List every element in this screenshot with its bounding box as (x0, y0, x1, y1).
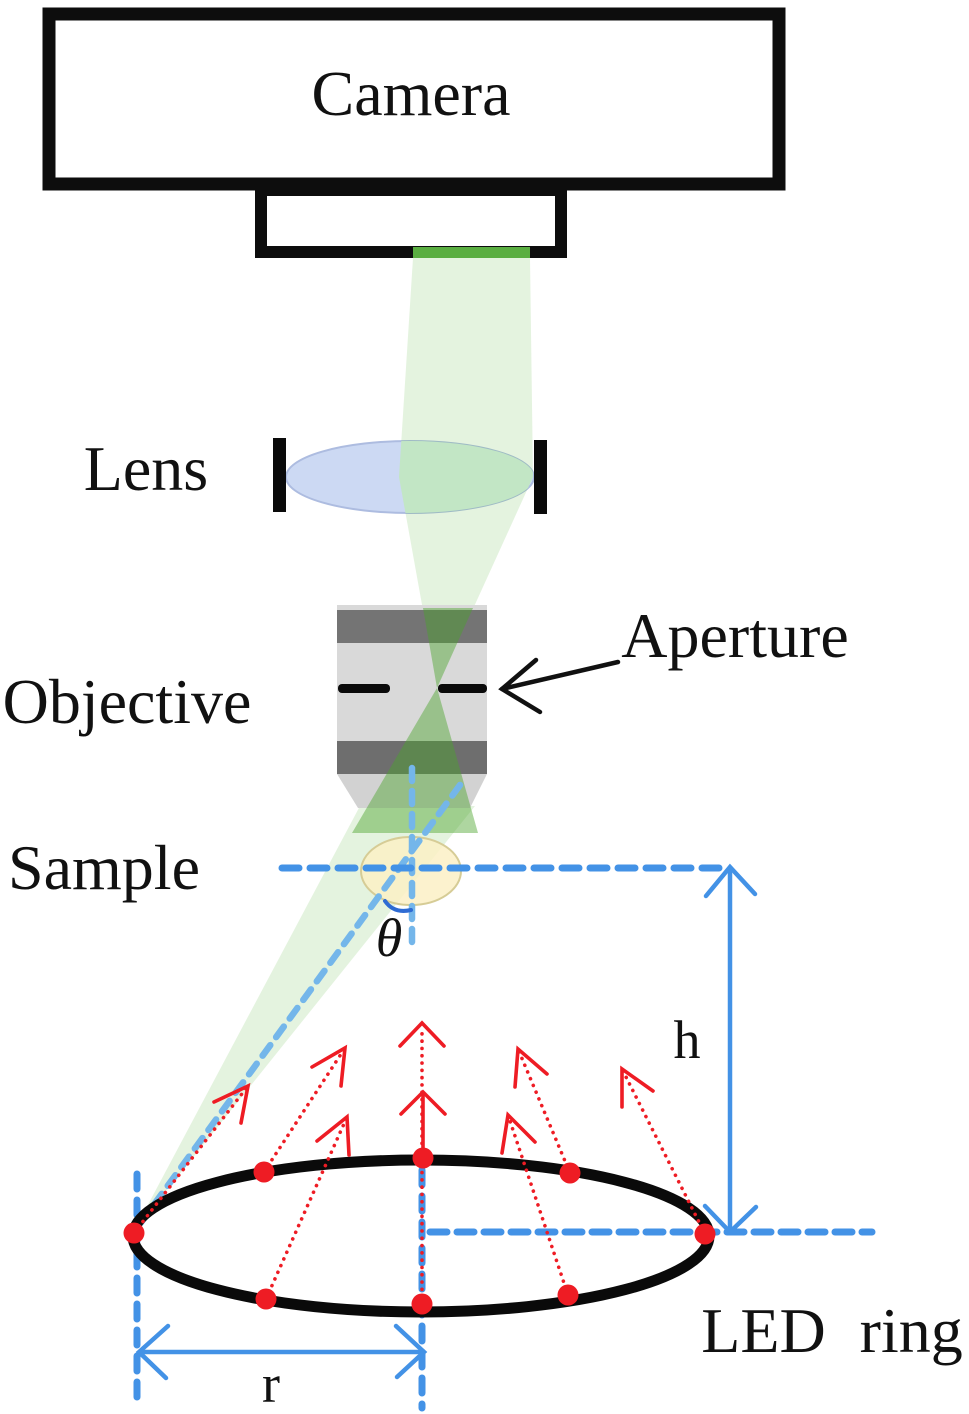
camera-group (42, 7, 786, 258)
objective-label: Objective (3, 666, 252, 737)
camera-mount (255, 184, 567, 258)
sample-label: Sample (8, 832, 200, 903)
lens-beam-tint (399, 441, 533, 513)
lens-holder-left (273, 438, 286, 512)
objective-band-top (337, 610, 487, 643)
led-dot (559, 1162, 581, 1184)
height-label: h (674, 1010, 701, 1070)
led-dot (123, 1222, 145, 1244)
height-dimension-arrow (702, 863, 759, 1236)
led-arrows-group (132, 1020, 707, 1306)
led-dots-group (123, 1147, 716, 1315)
objective-group (337, 605, 487, 833)
aperture-slit-left (338, 684, 390, 693)
led-arrow (620, 1065, 707, 1236)
theta-label: θ (376, 908, 403, 968)
construction-lines-group (130, 764, 876, 1412)
radius-dimension-arrow (135, 1323, 428, 1381)
led-ring-label: LED ring (701, 1295, 963, 1366)
led-dot (412, 1147, 434, 1169)
led-dot (253, 1161, 275, 1183)
beam-inside-objective-lower (352, 688, 478, 833)
led-arrow (262, 1044, 348, 1174)
illumination-angle-dashed-line (130, 781, 464, 1236)
led-arrow (264, 1113, 351, 1301)
beam-inside-objective-upper (423, 608, 473, 688)
led-dot (411, 1293, 433, 1315)
beam-upper-cone (399, 258, 533, 688)
theta-angle-arc (383, 899, 413, 913)
radius-label: r (262, 1354, 280, 1414)
lens-holder-right (534, 440, 547, 514)
led-dot (255, 1288, 277, 1310)
lens-label: Lens (84, 433, 208, 504)
camera-sensor-window (413, 247, 530, 258)
aperture-label: Aperture (621, 600, 848, 671)
aperture-slit-right (438, 684, 487, 693)
led-arrow (500, 1111, 570, 1297)
led-arrow (132, 1082, 251, 1235)
led-dot (557, 1284, 579, 1306)
led-dot (694, 1223, 716, 1245)
led-arrow (513, 1045, 572, 1175)
aperture-callout-arrow (498, 657, 621, 715)
camera-label: Camera (312, 58, 511, 129)
